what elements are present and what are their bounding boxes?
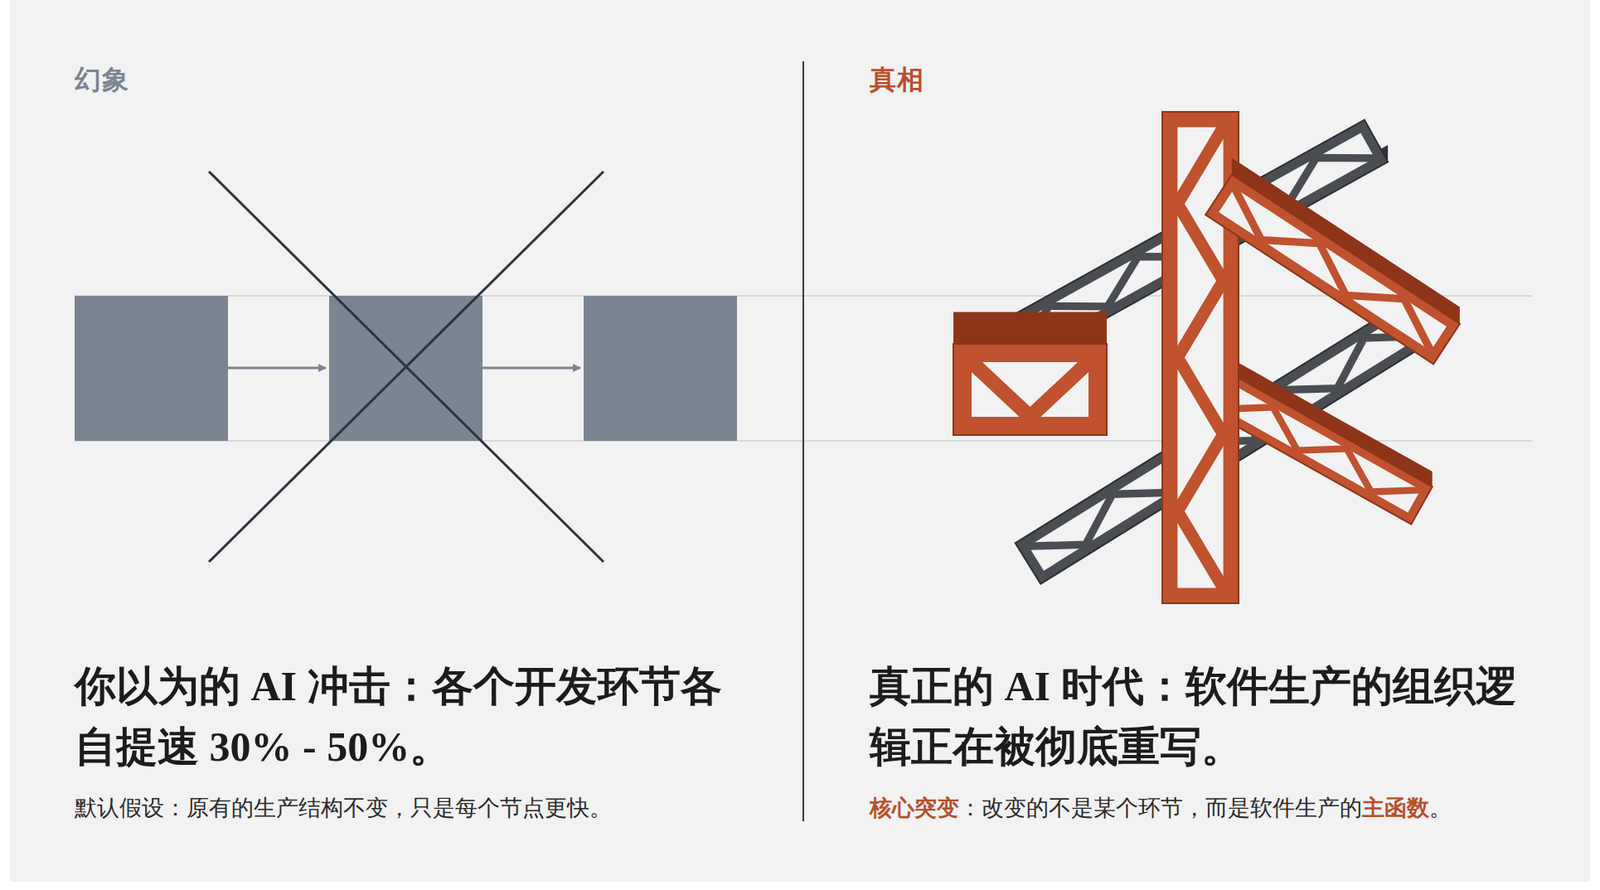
- stage-square: [583, 295, 737, 442]
- beam-edge: [1205, 174, 1460, 365]
- beam-lattice: [1177, 126, 1223, 588]
- highlight: 主函数: [1362, 795, 1430, 821]
- beam-lattice: [971, 362, 1089, 417]
- orange-beam: [1205, 157, 1460, 364]
- beam-opening: [1177, 126, 1223, 588]
- panel-tag: 幻象: [74, 62, 130, 99]
- stage-square: [74, 295, 228, 442]
- panel-tag: 真相: [869, 62, 925, 99]
- beam-opening: [971, 362, 1089, 417]
- heading: 你以为的 AI 冲击：各个开发环节各自提速 30% - 50%。: [74, 656, 730, 777]
- truss-structure: [953, 85, 1460, 604]
- divider: [802, 61, 805, 822]
- orange-column: [1162, 85, 1239, 604]
- beam-lattice: [1234, 188, 1431, 351]
- highlight: 核心突变: [869, 795, 960, 821]
- cross-line: [208, 171, 604, 563]
- flow-arrow: [227, 367, 326, 370]
- cross-mark: [208, 171, 604, 563]
- beam-face: [953, 312, 1107, 345]
- beam-body: [1205, 174, 1460, 365]
- note-line: 核心突变：改变的不是某个环节，而是软件生产的主函数。: [869, 794, 1452, 824]
- note: 默认假设：原有的生产结构不变，只是每个节点更快。: [74, 794, 612, 824]
- note: 。: [1429, 795, 1452, 821]
- cross-line: [208, 171, 604, 563]
- beam-body: [953, 344, 1107, 436]
- flow-arrow: [482, 367, 581, 370]
- orange-box: [953, 312, 1107, 437]
- note: ：改变的不是某个环节，而是软件生产的: [959, 795, 1363, 821]
- beam-opening: [1218, 188, 1447, 351]
- beam-edge: [953, 344, 1107, 436]
- heading: 真正的 AI 时代：软件生产的组织逻辑正在被彻底重写。: [869, 656, 1525, 777]
